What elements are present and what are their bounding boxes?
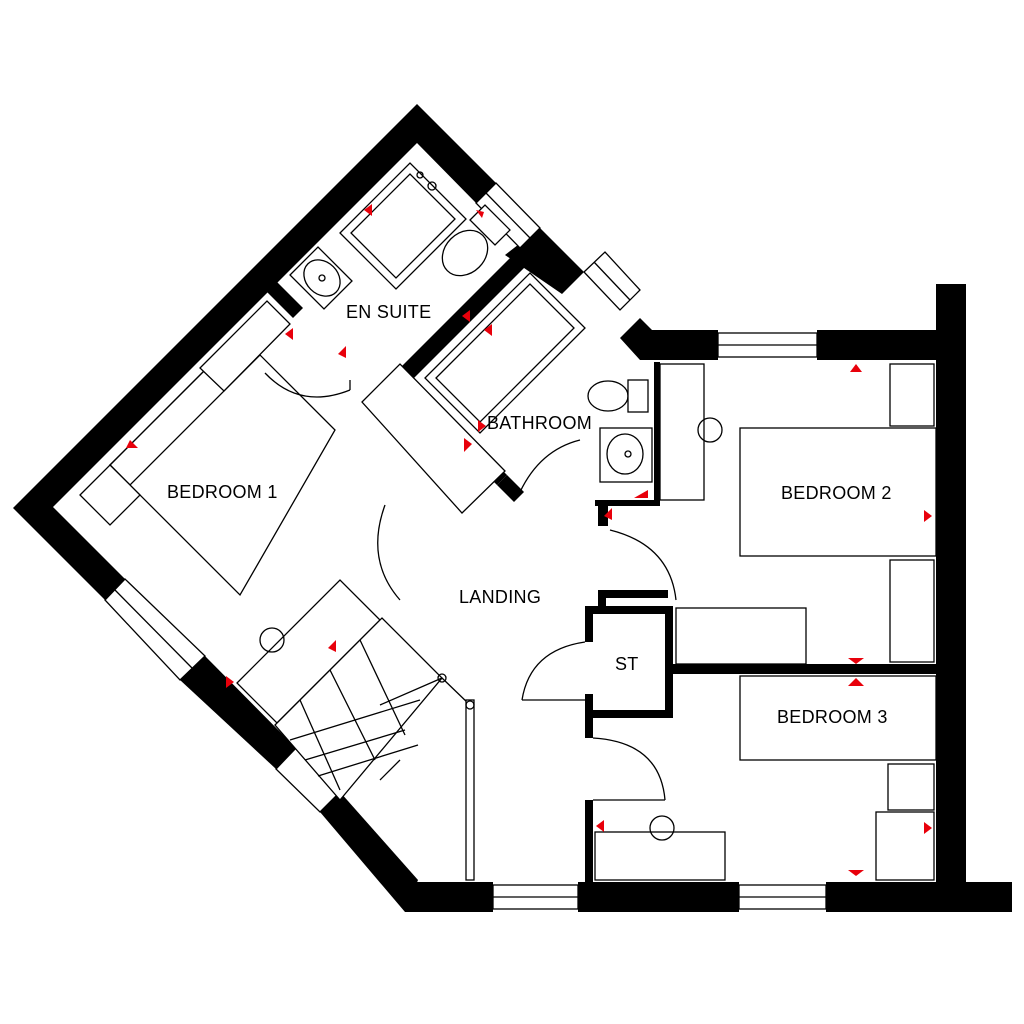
socket-marker bbox=[285, 328, 293, 340]
room-label-bedroom-1: BEDROOM 1 bbox=[167, 482, 278, 502]
socket-marker bbox=[604, 508, 612, 520]
room-labels: EN SUITE BATHROOM BEDROOM 1 BEDROOM 2 LA… bbox=[167, 302, 892, 727]
socket-marker bbox=[924, 822, 932, 834]
socket-marker bbox=[484, 324, 492, 336]
socket-marker bbox=[328, 640, 336, 652]
fixtures bbox=[79, 162, 937, 881]
bath-bathroom bbox=[424, 272, 586, 434]
socket-marker bbox=[634, 490, 648, 498]
socket-marker bbox=[848, 658, 864, 664]
window-bedroom-1 bbox=[104, 578, 206, 681]
socket-marker bbox=[338, 346, 346, 358]
cupboard-bedroom-1 bbox=[361, 363, 506, 514]
room-label-en-suite: EN SUITE bbox=[346, 302, 431, 322]
room-label-landing: LANDING bbox=[459, 587, 541, 607]
toilet-ensuite bbox=[441, 229, 489, 277]
socket-marker bbox=[462, 310, 470, 322]
socket-marker bbox=[850, 364, 862, 372]
external-walls bbox=[13, 104, 1012, 912]
socket-marker bbox=[464, 438, 472, 452]
bed-bedroom-3 bbox=[739, 675, 937, 761]
room-label-bedroom-3: BEDROOM 3 bbox=[777, 707, 888, 727]
bed-bedroom-2 bbox=[739, 427, 937, 557]
socket-marker bbox=[848, 870, 864, 876]
room-label-bathroom: BATHROOM bbox=[487, 413, 592, 433]
socket-marker bbox=[924, 510, 932, 522]
bath-ensuite bbox=[339, 162, 467, 290]
socket-marker bbox=[126, 440, 138, 448]
staircase bbox=[274, 617, 475, 881]
basin-ensuite bbox=[289, 246, 353, 310]
socket-markers bbox=[126, 204, 932, 876]
room-label-storage: ST bbox=[615, 654, 639, 674]
windows bbox=[104, 182, 827, 910]
toilet-bathroom bbox=[587, 380, 629, 412]
room-label-bedroom-2: BEDROOM 2 bbox=[781, 483, 892, 503]
socket-marker bbox=[476, 210, 484, 218]
socket-marker bbox=[226, 676, 234, 688]
desk-bedroom-2 bbox=[659, 363, 705, 501]
socket-marker bbox=[848, 678, 864, 686]
socket-marker bbox=[478, 420, 486, 432]
socket-marker bbox=[596, 820, 604, 832]
socket-marker bbox=[364, 204, 372, 216]
